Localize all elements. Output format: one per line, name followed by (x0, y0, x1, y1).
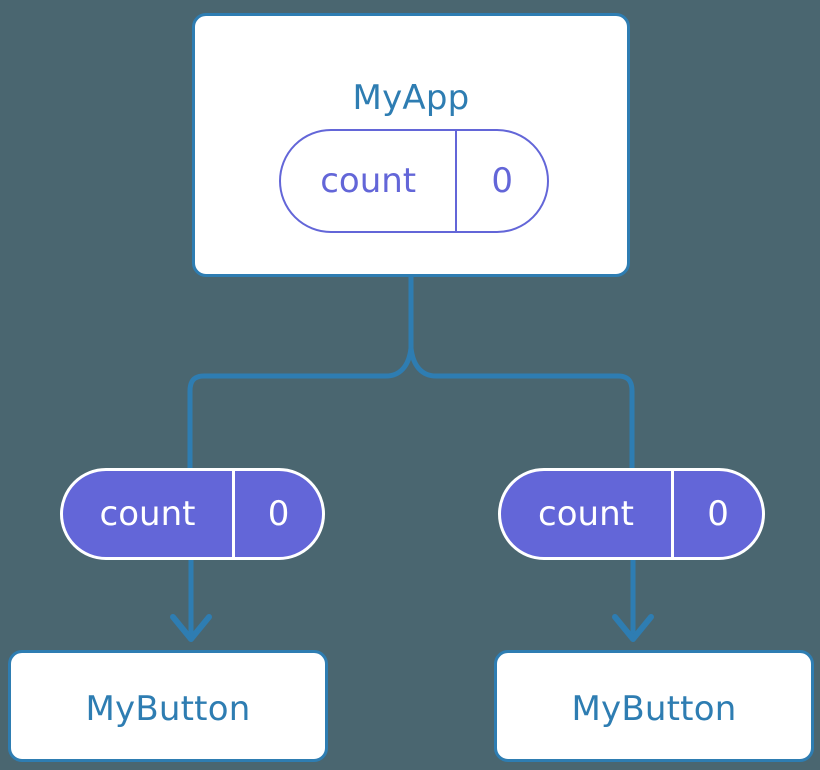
prop-pill-value: 0 (267, 494, 290, 534)
prop-pill-value: 0 (707, 494, 729, 534)
component-title-myapp: MyApp (352, 78, 470, 118)
prop-pill-key: count (63, 471, 236, 557)
component-box-mybutton-right[interactable]: MyButton (494, 650, 814, 762)
component-title-mybutton: MyButton (571, 689, 737, 729)
state-pill-myapp-count[interactable]: count 0 (279, 129, 549, 233)
component-box-myapp[interactable]: MyApp count 0 (192, 13, 630, 277)
state-pill-value: 0 (491, 161, 513, 201)
prop-pill-key: count (501, 471, 675, 557)
prop-pill-right-count[interactable]: count 0 (498, 468, 765, 560)
arrow-head-left-icon (170, 614, 212, 642)
arrow-head-right-icon (612, 614, 654, 642)
connector-branch-left (187, 347, 414, 468)
component-title-mybutton: MyButton (85, 689, 251, 729)
prop-pill-left-count[interactable]: count 0 (60, 468, 325, 560)
connector-branch-right (408, 347, 635, 468)
component-box-mybutton-left[interactable]: MyButton (8, 650, 328, 762)
state-pill-key: count (281, 131, 458, 231)
